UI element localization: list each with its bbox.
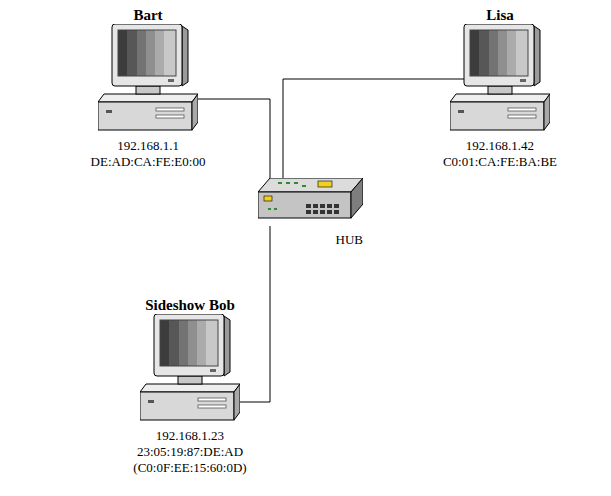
- address-label: (C0:0F:EE:15:60:0D): [133, 460, 246, 476]
- computer-icon: [98, 24, 198, 134]
- address-label: C0:01:CA:FE:BA:BE: [443, 154, 557, 170]
- network-cable: [240, 226, 270, 402]
- device-label: HUB: [336, 232, 363, 248]
- computer-node: Bart 192.168.1.1DE:AD:CA:FE:E0:00: [91, 6, 206, 170]
- computer-shape: [450, 24, 550, 130]
- host-name: Sideshow Bob: [145, 296, 235, 314]
- address-label: DE:AD:CA:FE:E0:00: [91, 154, 206, 170]
- network-cable: [283, 79, 464, 182]
- address-label: 23:05:19:87:DE:AD: [137, 444, 243, 460]
- hub-icon: [258, 178, 363, 226]
- address-label: 192.168.1.1: [117, 138, 179, 154]
- computer-shape: [140, 314, 240, 420]
- hub-node: HUB: [258, 178, 363, 248]
- hub-shape: [258, 178, 363, 218]
- address-label: 192.168.1.42: [466, 138, 534, 154]
- computer-node: Sideshow Bob 192.168.1.2323:05:19:87:DE:A…: [133, 296, 246, 476]
- host-name: Lisa: [486, 6, 514, 24]
- address-label: 192.168.1.23: [156, 428, 224, 444]
- host-name: Bart: [133, 6, 162, 24]
- computer-icon: [140, 314, 240, 424]
- network-cable: [198, 99, 270, 182]
- computer-node: Lisa 192.168.1.42C0:01:CA:FE:BA:BE: [443, 6, 557, 170]
- computer-icon: [450, 24, 550, 134]
- computer-shape: [98, 24, 198, 130]
